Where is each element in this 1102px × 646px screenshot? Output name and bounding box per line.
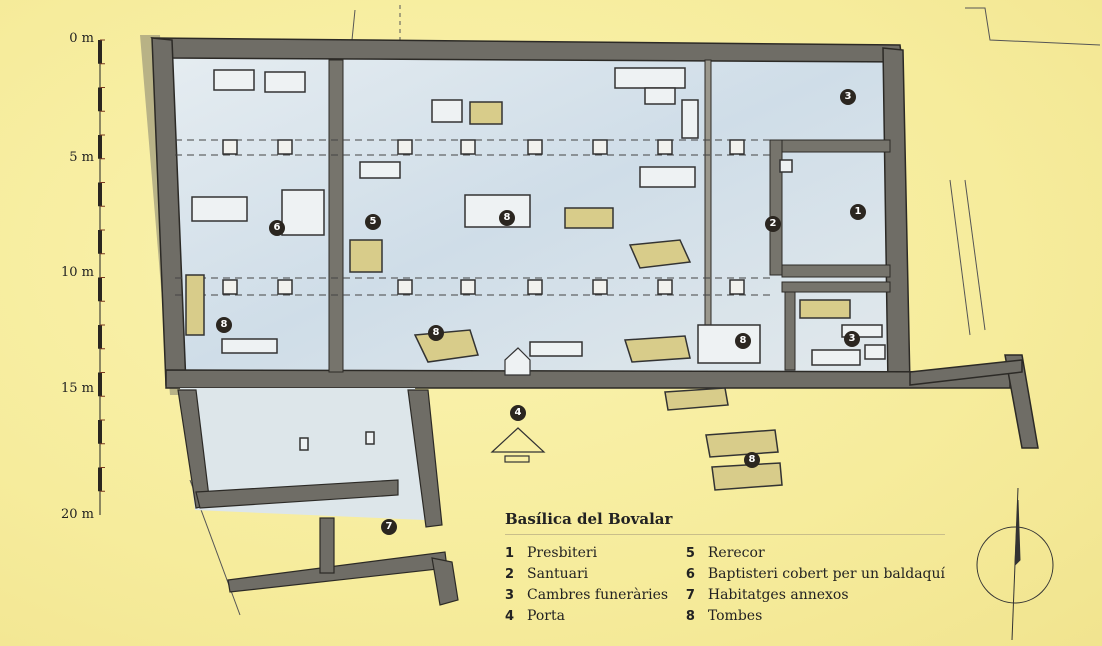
marker-tombes: 8	[499, 210, 515, 226]
legend-label: Porta	[527, 608, 565, 624]
legend-num: 5	[685, 546, 695, 561]
marker-cambres-funeraries: 3	[844, 331, 860, 347]
scale-label-5: 5 m	[69, 150, 94, 165]
marker-tombes: 8	[735, 333, 751, 349]
marker-habitatges: 7	[381, 519, 397, 535]
entrance-triangle-icon	[490, 347, 546, 463]
scale-bar	[98, 39, 105, 515]
scale-segment	[98, 230, 102, 254]
marker-porta: 4	[510, 405, 526, 421]
scale-segment	[98, 135, 102, 159]
legend-item: 5 Rerecor	[686, 543, 945, 564]
pillar	[592, 139, 608, 155]
legend-item: 7 Habitatges annexos	[686, 585, 945, 606]
scale-label-15: 15 m	[60, 381, 94, 396]
pillar	[277, 139, 293, 155]
outer-walls	[150, 37, 1039, 449]
marker-presbiteri: 1	[850, 204, 866, 220]
legend-num: 7	[685, 588, 695, 603]
pillar	[277, 279, 293, 295]
legend: Basílica del Bovalar 1 Presbiteri 2 Santua…	[505, 510, 945, 627]
scale-segment	[98, 87, 102, 112]
marker-santuari: 2	[765, 216, 781, 232]
pillar	[527, 279, 543, 295]
scale-segment	[98, 420, 102, 444]
legend-item: 4 Porta	[505, 606, 686, 627]
legend-label: Santuari	[527, 566, 589, 582]
legend-num: 4	[505, 609, 515, 624]
pillar	[397, 279, 413, 295]
scale-segment	[98, 277, 102, 302]
pillar	[657, 139, 673, 155]
legend-label: Cambres funeràries	[527, 587, 669, 603]
pillar	[657, 279, 673, 295]
marker-baptisteri: 6	[269, 220, 285, 236]
legend-item: 6 Baptisteri cobert per un baldaquí	[686, 564, 945, 585]
marker-tombes: 8	[216, 317, 232, 333]
legend-item: 3 Cambres funeràries	[505, 585, 686, 606]
scale-label-10: 10 m	[60, 265, 94, 280]
legend-num: 6	[685, 567, 695, 582]
pillar	[729, 139, 745, 155]
legend-label: Presbiteri	[527, 545, 598, 561]
legend-item: 1 Presbiteri	[505, 543, 686, 564]
scale-segment	[98, 372, 102, 397]
scale-label-0: 0 m	[69, 31, 94, 46]
scale-segment	[98, 40, 102, 64]
pillar	[460, 279, 476, 295]
legend-title: Basílica del Bovalar	[505, 510, 945, 535]
marker-cambres-funeraries: 3	[840, 89, 856, 105]
scale-label-20: 20 m	[60, 507, 94, 522]
legend-label: Rerecor	[707, 545, 765, 561]
legend-item: 8 Tombes	[686, 606, 945, 627]
pillar	[460, 139, 476, 155]
pillar	[397, 139, 413, 155]
pillars	[222, 139, 745, 295]
scale-segment	[98, 325, 102, 349]
legend-num: 1	[505, 546, 515, 561]
pillar	[222, 139, 238, 155]
legend-num: 2	[505, 567, 515, 582]
legend-label: Habitatges annexos	[707, 587, 849, 603]
legend-num: 8	[685, 609, 695, 624]
north-arrow-compass-icon	[976, 487, 1054, 641]
pillar	[592, 279, 608, 295]
pillar	[222, 279, 238, 295]
pillar	[527, 139, 543, 155]
annex-rooms	[177, 388, 459, 606]
pillar	[729, 279, 745, 295]
legend-label: Tombes	[707, 608, 763, 624]
marker-rerecor: 5	[365, 214, 381, 230]
marker-tombes: 8	[744, 452, 760, 468]
scale-segment	[98, 467, 102, 492]
legend-label: Baptisteri cobert per un baldaquí	[707, 566, 945, 582]
scale-segment	[98, 182, 102, 207]
marker-tombes: 8	[428, 325, 444, 341]
legend-item: 2 Santuari	[505, 564, 686, 585]
legend-num: 3	[505, 588, 515, 603]
